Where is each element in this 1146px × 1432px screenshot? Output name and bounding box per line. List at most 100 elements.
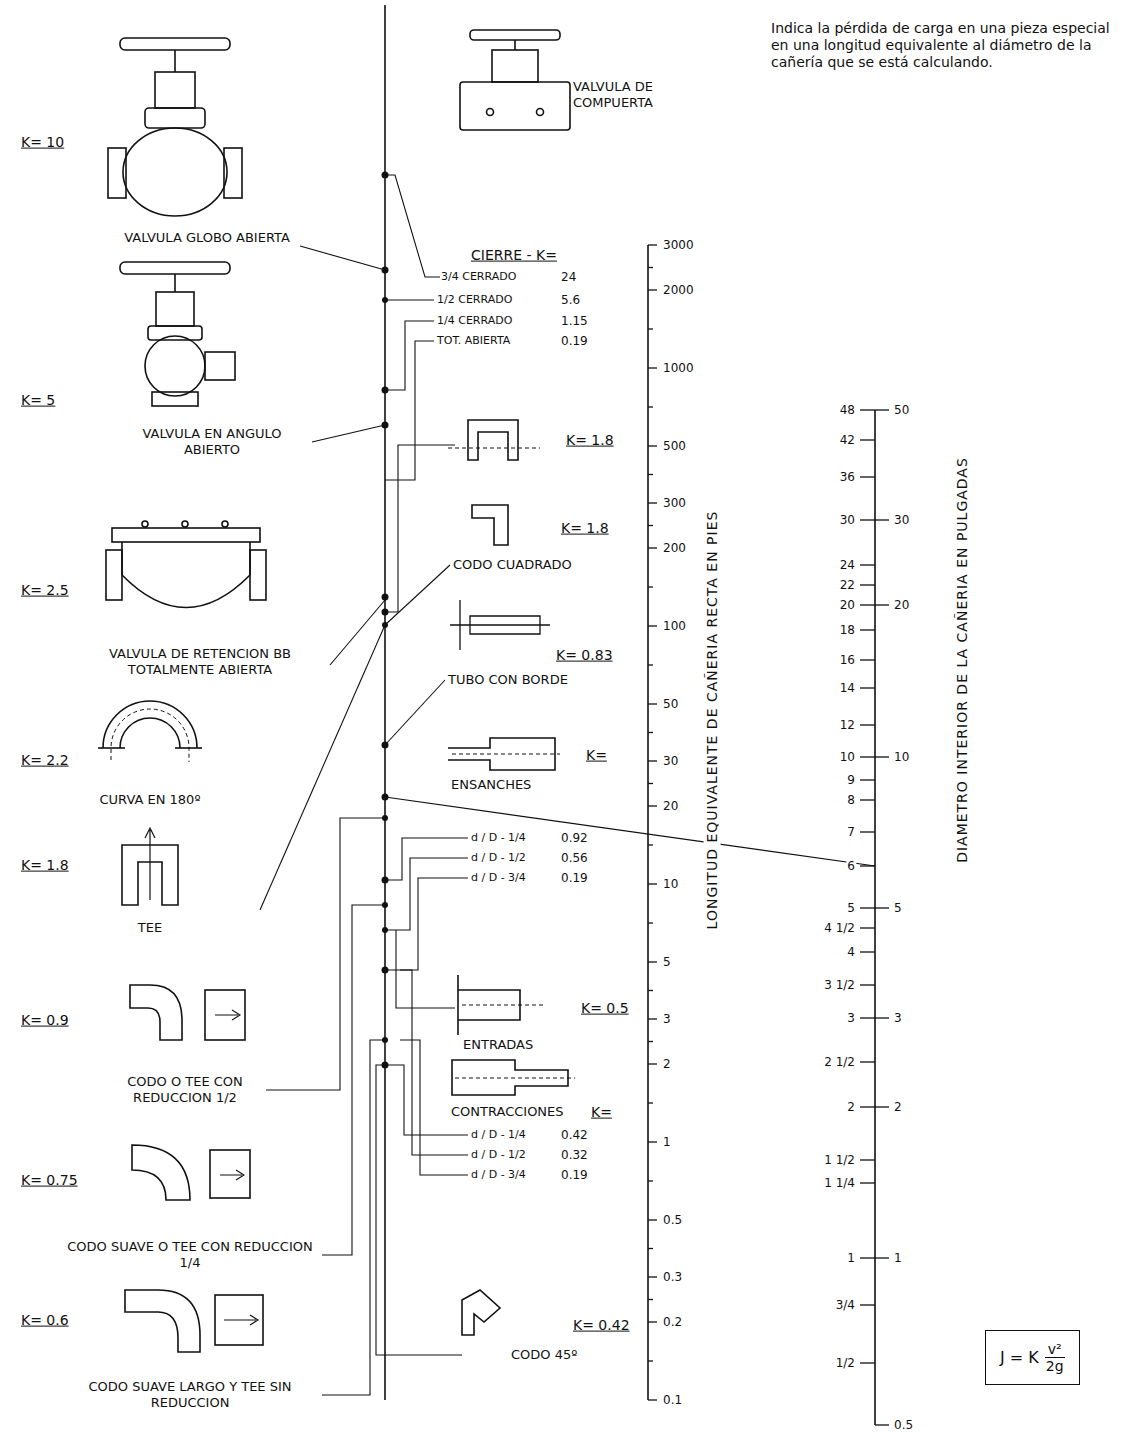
- tick: [860, 629, 875, 630]
- scale-value: 5: [662, 955, 672, 969]
- tick: [648, 445, 657, 446]
- scale-value: 3: [893, 1011, 903, 1025]
- scale-value: 8: [846, 793, 856, 807]
- scale-value: 3/4: [835, 1298, 856, 1312]
- scale-value: 50: [662, 697, 679, 711]
- tick: [875, 604, 889, 605]
- tick: [648, 1102, 653, 1103]
- fitting-name: ENSANCHES: [450, 777, 532, 793]
- formula-box: J = K v²2g: [985, 1330, 1080, 1385]
- tick: [648, 289, 657, 290]
- table-header: CIERRE - K=: [470, 247, 558, 264]
- k-value: K= 0.83: [555, 647, 614, 664]
- note: Indica la pérdida de carga en una pieza …: [770, 20, 1132, 70]
- tick: [648, 1180, 653, 1181]
- k-value: 0.42: [560, 1128, 589, 1142]
- tick: [860, 1159, 875, 1160]
- tick: [648, 1041, 653, 1042]
- tick: [860, 564, 875, 565]
- tick: [648, 961, 657, 962]
- scale-value: 50: [893, 403, 910, 417]
- fitting-name: CODO SUAVE LARGO Y TEE SIN REDUCCION: [64, 1379, 316, 1410]
- scale-value: 4: [846, 945, 856, 959]
- example-line: [385, 797, 875, 866]
- axis-dots: [382, 172, 389, 1069]
- tick: [648, 732, 653, 733]
- ratio-label: d / D - 3/4: [470, 871, 527, 884]
- diameter-axis: [874, 410, 876, 1425]
- scale-value: 3: [662, 1012, 672, 1026]
- tick: [875, 409, 889, 410]
- tick: [860, 779, 875, 780]
- scale-value: 0.2: [662, 1315, 683, 1329]
- scale-value: 1 1/2: [823, 1153, 856, 1167]
- k-value: K=: [585, 747, 608, 764]
- scale-value: 3000: [662, 238, 695, 252]
- tick: [648, 664, 653, 665]
- k-value: 1.15: [560, 314, 589, 328]
- tick: [860, 519, 875, 520]
- tick: [860, 659, 875, 660]
- k-value: K= 1.8: [565, 432, 615, 449]
- scale-value: 2: [662, 1057, 672, 1071]
- fitting-name: VALVULA GLOBO ABIERTA: [123, 230, 291, 246]
- tick: [648, 474, 653, 475]
- tick: [860, 1182, 875, 1183]
- k-value: 5.6: [560, 293, 581, 307]
- tick: [648, 805, 657, 806]
- tick: [875, 907, 889, 908]
- tick: [860, 907, 875, 908]
- scale-value: 12: [839, 718, 856, 732]
- scale-value: 5: [893, 901, 903, 915]
- k-value: K= 0.9: [20, 1012, 70, 1029]
- diameter-ticks: [860, 410, 889, 1425]
- tick: [875, 1424, 889, 1425]
- scale-value: 2: [893, 1100, 903, 1114]
- tick: [875, 1106, 889, 1107]
- closure-label: 1/4 CERRADO: [436, 314, 513, 327]
- tick: [860, 724, 875, 725]
- k-value: 0.19: [560, 1168, 589, 1182]
- scale-value: 14: [839, 681, 856, 695]
- formula-text: J = K: [1000, 1348, 1039, 1367]
- angle-valve: [120, 262, 235, 406]
- fitting-name: VALVULA EN ANGULO ABIERTO: [116, 426, 308, 457]
- scale-value: 22: [839, 578, 856, 592]
- tick: [860, 604, 875, 605]
- k-value: K= 5: [20, 392, 56, 409]
- ratio-label: d / D - 1/2: [470, 1148, 527, 1161]
- fitting-name: CODO O TEE CON REDUCCION 1/2: [104, 1074, 266, 1105]
- tick: [860, 409, 875, 410]
- scale-value: 0.3: [662, 1270, 683, 1284]
- formula-fraction: v²2g: [1045, 1341, 1065, 1374]
- scale-value: 10: [839, 750, 856, 764]
- tick: [860, 687, 875, 688]
- scale-value: 5: [846, 901, 856, 915]
- axis-title: LONGITUD EQUIVALENTE DE CAÑERIA RECTA EN…: [704, 510, 721, 931]
- tee-fitting: [122, 828, 178, 905]
- k-value: K= 1.8: [20, 857, 70, 874]
- middle-fittings: [448, 420, 575, 1335]
- tick: [648, 922, 653, 923]
- scale-value: 20: [839, 598, 856, 612]
- formula-text: 2g: [1046, 1358, 1064, 1374]
- k-value: K= 1.8: [560, 520, 610, 537]
- k-value: 24: [560, 270, 577, 284]
- closure-label: 3/4 CERRADO: [440, 270, 517, 283]
- scale-value: 500: [662, 439, 687, 453]
- k-value: K= 2.2: [20, 752, 70, 769]
- tick: [648, 1018, 657, 1019]
- formula-text: v²: [1045, 1341, 1065, 1358]
- fitting-name: CODO SUAVE O TEE CON REDUCCION 1/4: [64, 1239, 316, 1270]
- tick: [648, 406, 653, 407]
- ratio-label: d / D - 1/4: [470, 831, 527, 844]
- tick: [875, 1017, 889, 1018]
- scale-value: 30: [839, 513, 856, 527]
- scale-value: 1: [662, 1135, 672, 1149]
- scale-value: 1: [893, 1251, 903, 1265]
- scale-value: 20: [662, 799, 679, 813]
- tick: [648, 883, 657, 884]
- tick: [648, 1399, 657, 1400]
- closure-label: TOT. ABIERTA: [436, 334, 511, 347]
- fitting-name: TUBO CON BORDE: [447, 672, 569, 688]
